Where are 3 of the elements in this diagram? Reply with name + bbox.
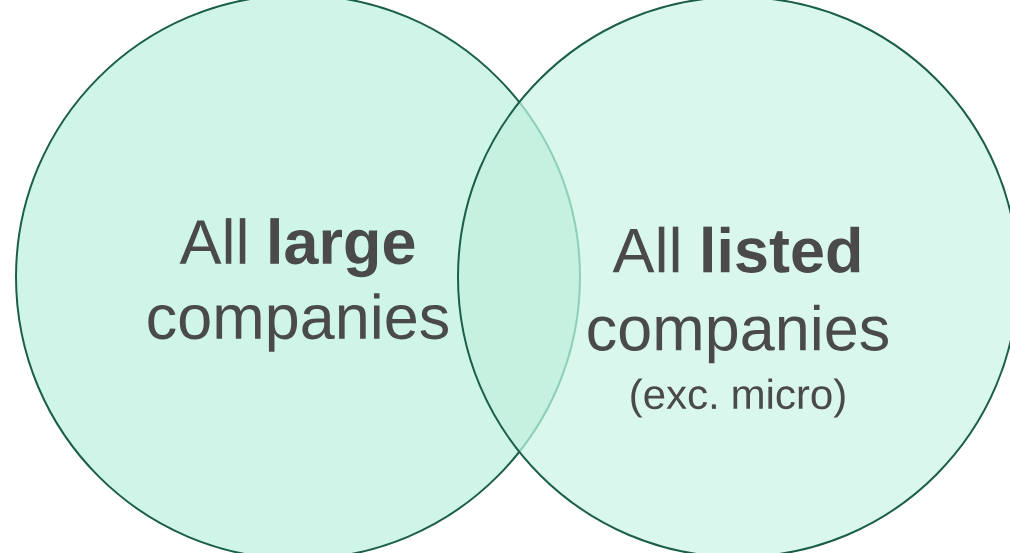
- circle-label: All listed companies: [588, 226, 888, 364]
- circle-label: (exc. micro): [631, 378, 845, 418]
- circle-label: All large companies: [148, 218, 448, 352]
